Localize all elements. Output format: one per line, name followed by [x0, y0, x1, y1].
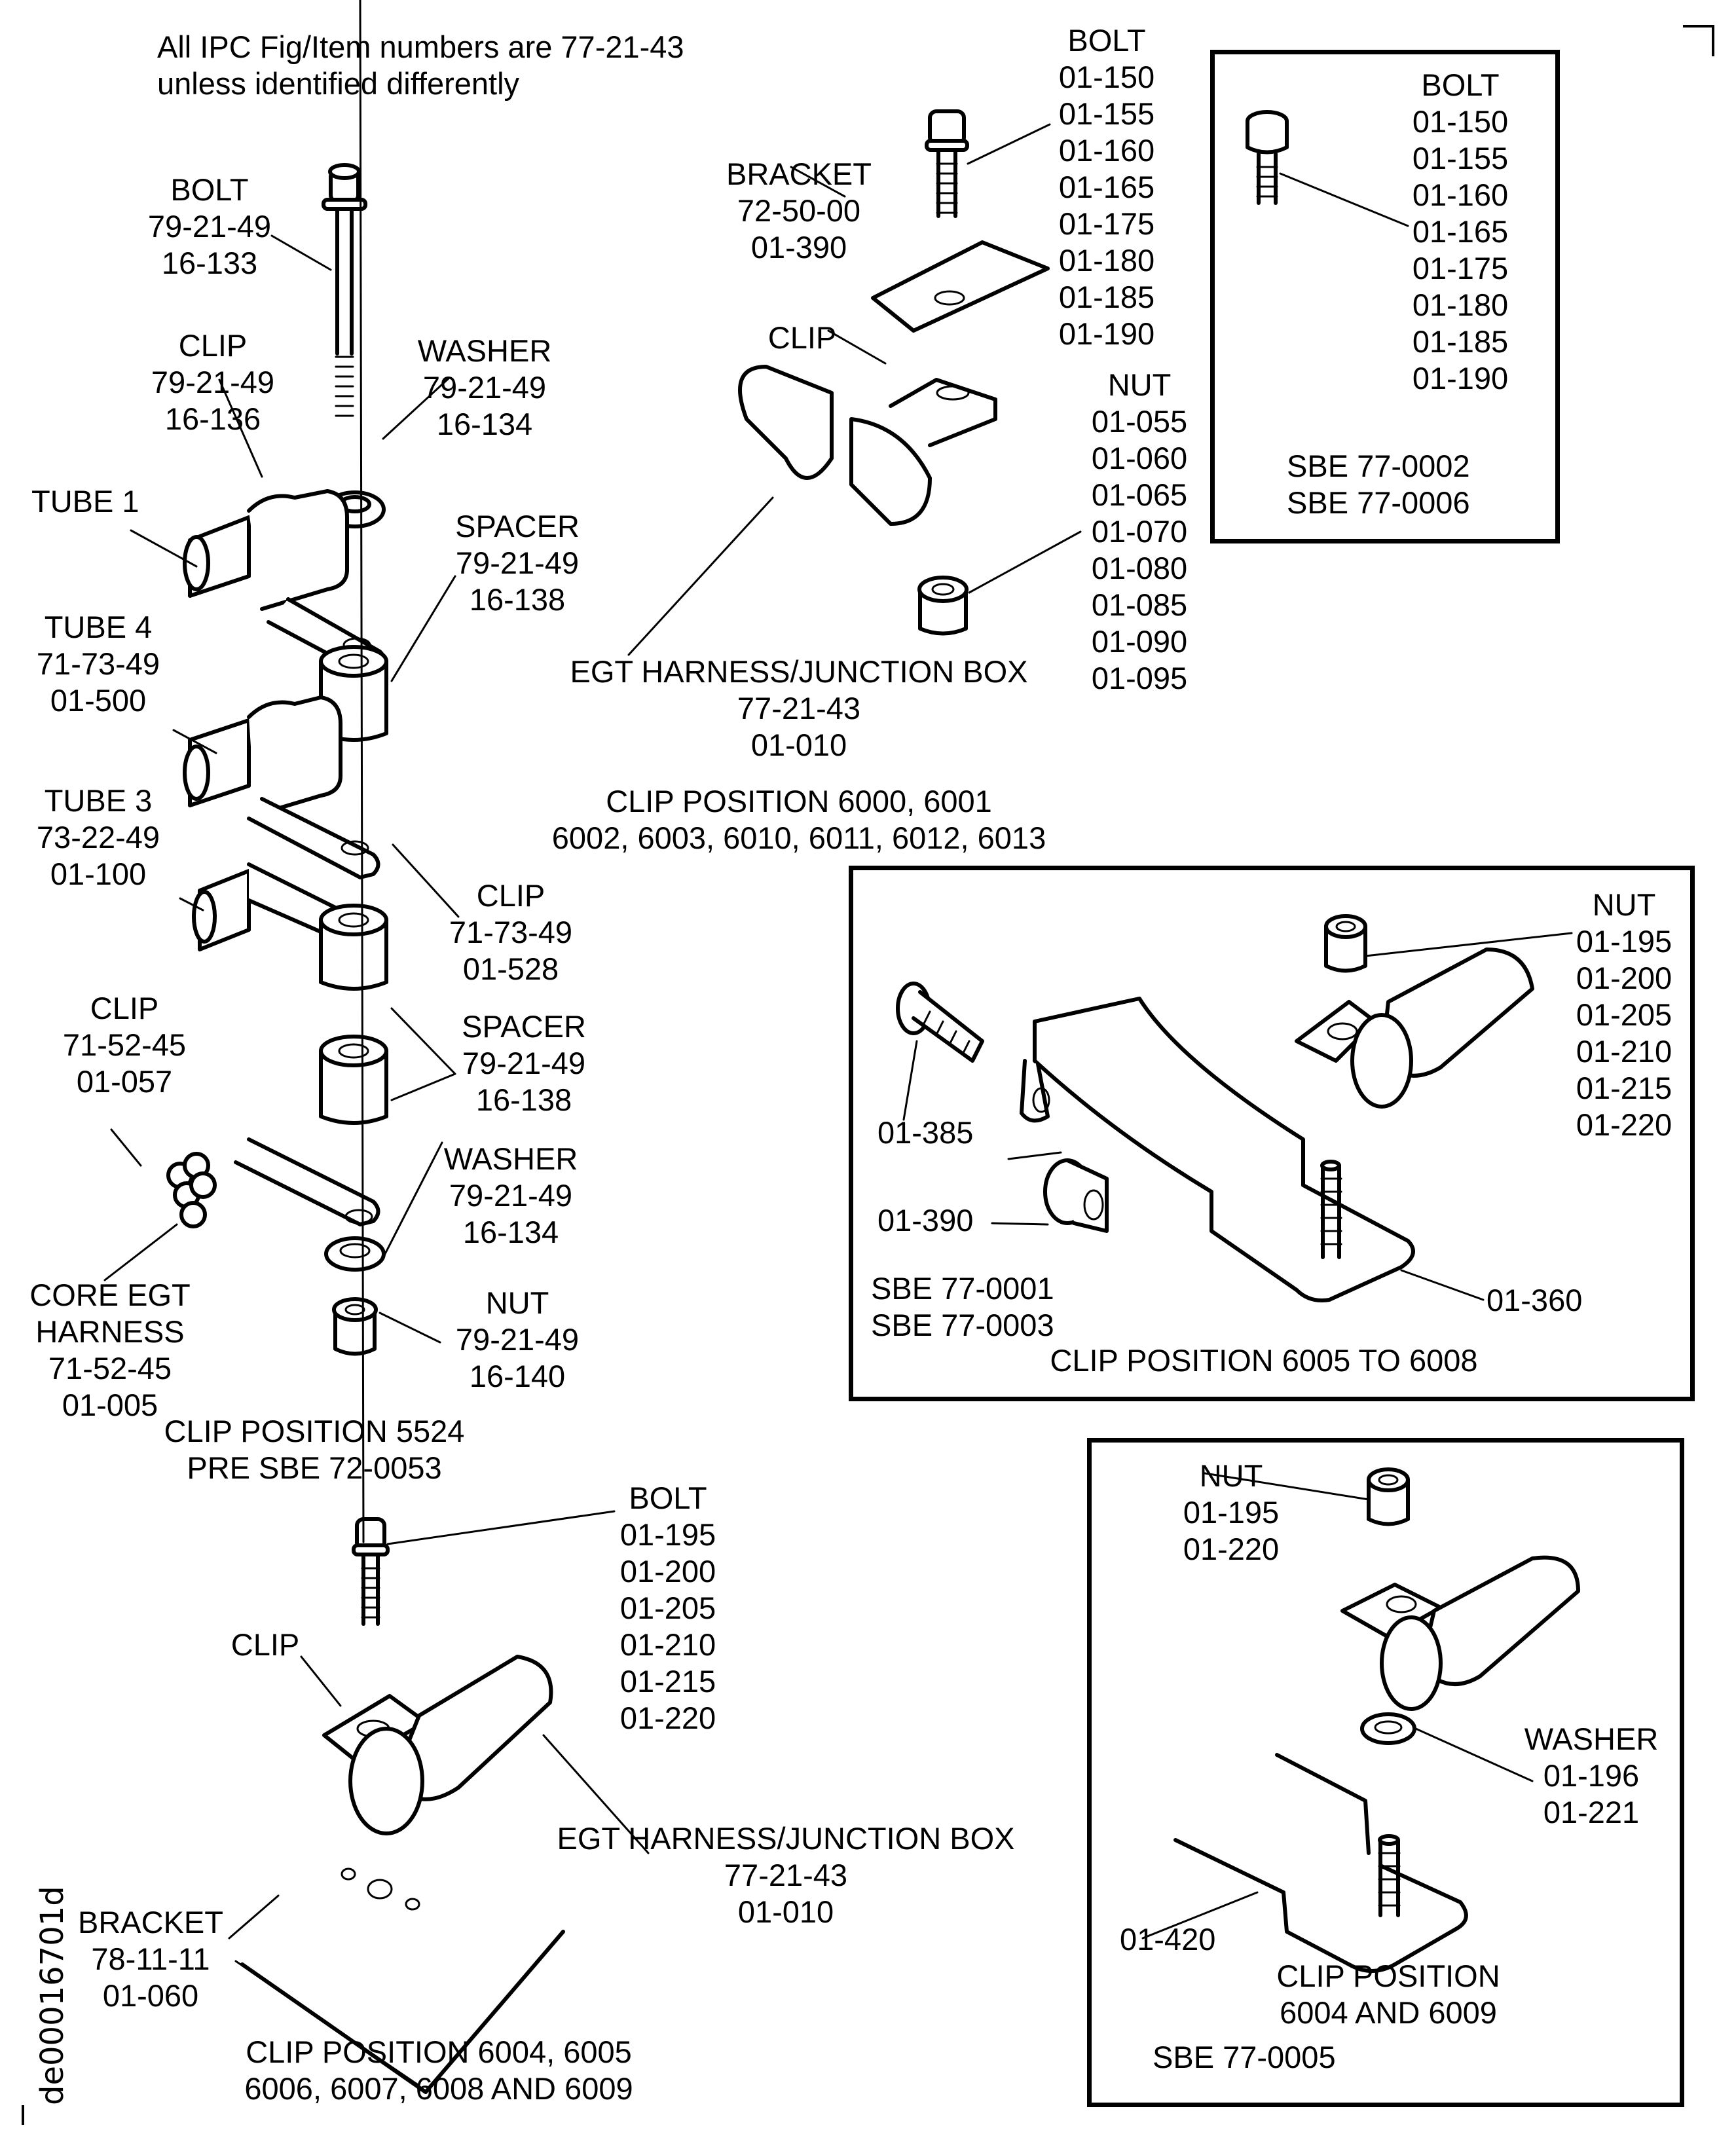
label-washer-16-134-top: WASHER 79-21-49 16-134: [417, 333, 552, 441]
label-nut-01-390: 01-390: [877, 1203, 974, 1238]
nut-6000: [917, 576, 969, 636]
caption-clip-position-5524: CLIP POSITION 5524 PRE SBE 72-0053: [164, 1414, 465, 1485]
sheet-corner-mark-top-right: [1683, 25, 1714, 56]
label-sbe-77-0001-0003: SBE 77-0001 SBE 77-0003: [871, 1271, 1054, 1342]
label-clip-16-136: CLIP 79-21-49 16-136: [151, 328, 275, 436]
spacer-top: [319, 645, 388, 742]
label-spacer-16-138-pair: SPACER 79-21-49 16-138: [462, 1009, 586, 1117]
label-sbe-77-0002-0006: SBE 77-0002 SBE 77-0006: [1287, 449, 1470, 520]
clip-harness-6004: [322, 1655, 553, 1835]
tube1-clip: [183, 489, 387, 676]
label-bracket-01-420: 01-420: [1120, 1922, 1216, 1957]
label-bolt-6004: BOLT 01-195 01-200 01-205 01-210 01-215 …: [619, 1481, 716, 1735]
caption-clip-position-6004-main: CLIP POSITION 6004, 6005 6006, 6007, 600…: [244, 2034, 633, 2106]
tube3-clip: [192, 862, 374, 951]
label-bracket-01-390: BRACKET 72-50-00 01-390: [726, 156, 872, 265]
label-clip-01-528: CLIP 71-73-49 01-528: [449, 878, 573, 986]
header-note: All IPC Fig/Item numbers are 77-21-43 un…: [157, 29, 684, 101]
label-clip-6004: CLIP: [231, 1627, 300, 1662]
label-bolt-sbe-box: BOLT 01-150 01-155 01-160 01-165 01-175 …: [1412, 67, 1509, 396]
caption-clip-position-6000: CLIP POSITION 6000, 6001 6002, 6003, 601…: [551, 784, 1046, 855]
washer-top: [324, 490, 386, 528]
label-bracket-01-060: BRACKET 78-11-11 01-060: [78, 1905, 223, 2013]
core-harness-clip: [166, 1137, 380, 1228]
label-spacer-16-138-top: SPACER 79-21-49 16-138: [455, 509, 580, 617]
caption-clip-position-6004-box: CLIP POSITION 6004 AND 6009: [1276, 1959, 1500, 2030]
label-core-egt-harness: CORE EGT HARNESS 71-52-45 01-005: [29, 1278, 191, 1422]
sbe-bolt-inset-box: [1210, 50, 1560, 543]
clip-6004-inset-box: [1087, 1438, 1684, 2107]
clip-6005-inset-box: [849, 866, 1695, 1401]
label-bracket-01-360: 01-360: [1487, 1283, 1583, 1317]
label-egt-harness-6000: EGT HARNESS/JUNCTION BOX 77-21-43 01-010: [570, 654, 1028, 762]
label-bolt-6000: BOLT 01-150 01-155 01-160 01-165 01-175 …: [1058, 23, 1155, 351]
nut-low: [332, 1297, 378, 1356]
label-clip-6000: CLIP: [767, 320, 837, 355]
label-sbe-77-0005: SBE 77-0005: [1153, 2040, 1336, 2074]
long-bolt-16-133: [322, 163, 367, 417]
label-clip-01-057: CLIP 71-52-45 01-057: [62, 991, 187, 1099]
label-washer-16-134-low: WASHER 79-21-49 16-134: [443, 1141, 578, 1249]
clip-harness-6000: [738, 365, 997, 526]
spacer-pair: [319, 904, 388, 1125]
bolt-6000: [925, 109, 969, 218]
label-tube-4: TUBE 4 71-73-49 01-500: [36, 610, 160, 718]
label-nut-6004-box: NUT 01-195 01-220: [1183, 1458, 1280, 1566]
bracket-6000: [871, 240, 1050, 333]
label-washer-6004-box: WASHER 01-196 01-221: [1524, 1721, 1659, 1830]
washer-low: [324, 1236, 386, 1272]
label-nut-6005: NUT 01-195 01-200 01-205 01-210 01-215 0…: [1576, 887, 1672, 1142]
label-nut-6000: NUT 01-055 01-060 01-065 01-070 01-080 0…: [1091, 367, 1188, 695]
sheet-corner-mark-bottom-left: [22, 2105, 44, 2125]
label-nut-16-140: NUT 79-21-49 16-140: [455, 1285, 580, 1393]
label-bolt-16-133: BOLT 79-21-49 16-133: [147, 172, 272, 280]
label-bolt-01-385: 01-385: [877, 1115, 974, 1150]
label-egt-harness-6004: EGT HARNESS/JUNCTION BOX 77-21-43 01-010: [557, 1821, 1015, 1929]
label-tube-3: TUBE 3 73-22-49 01-100: [36, 783, 160, 891]
tube4-clip: [183, 695, 380, 879]
label-tube-1: TUBE 1: [31, 484, 139, 519]
caption-clip-position-6005: CLIP POSITION 6005 TO 6008: [1050, 1343, 1478, 1378]
bolt-6004: [352, 1517, 390, 1626]
